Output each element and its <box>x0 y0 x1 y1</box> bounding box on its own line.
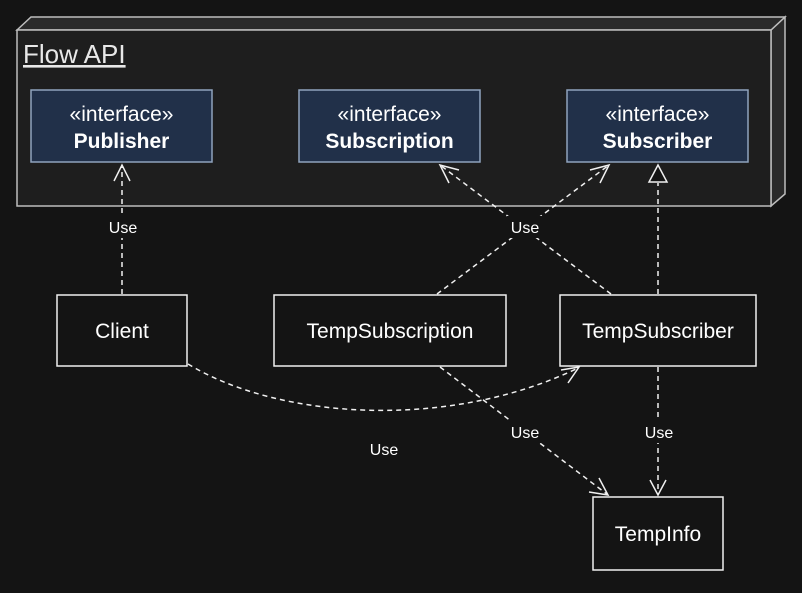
interface-subscription[interactable]: «interface» Subscription <box>298 89 481 163</box>
interface-box <box>566 89 749 163</box>
class-name: TempSubscriber <box>582 320 734 343</box>
open-arrowhead <box>438 163 460 184</box>
interface-stereotype: «interface» <box>70 103 174 126</box>
class-name: TempInfo <box>615 523 701 546</box>
edge-label: Use <box>645 425 674 442</box>
open-arrowhead <box>588 477 610 496</box>
open-arrowhead <box>113 163 131 182</box>
interface-stereotype: «interface» <box>338 103 442 126</box>
interface-name: Subscription <box>325 130 453 153</box>
edge-label: Use <box>511 425 540 442</box>
edge-client-tempsubscriber: Use <box>187 363 581 459</box>
class-box <box>592 496 724 571</box>
edge-label: Use <box>109 220 138 237</box>
edge-label: Use <box>511 220 540 237</box>
package-top <box>15 16 787 31</box>
class-box <box>559 294 757 367</box>
interface-box <box>30 89 213 163</box>
class-box <box>273 294 507 367</box>
edge-tempsubscriber-subscriber-realization <box>647 163 669 294</box>
class-box <box>56 294 188 367</box>
interface-box <box>298 89 481 163</box>
class-name: Client <box>95 320 149 343</box>
interface-stereotype: «interface» <box>606 103 710 126</box>
interface-name: Subscriber <box>603 130 713 153</box>
class-temp-subscription[interactable]: TempSubscription <box>273 294 507 367</box>
edge-tempsubscriber-subscription <box>438 163 612 295</box>
edge-label-background <box>641 421 677 443</box>
class-temp-subscriber[interactable]: TempSubscriber <box>559 294 757 367</box>
edge-label-background <box>106 216 140 238</box>
open-arrowhead <box>560 365 581 384</box>
edge-label: Use <box>370 442 399 459</box>
edge-line <box>187 363 579 412</box>
hollow-triangle-arrowhead <box>647 163 669 183</box>
edge-label-background <box>507 216 543 238</box>
edge-tempsubscription-tempinfo: Use <box>439 366 610 496</box>
interface-subscriber[interactable]: «interface» Subscriber <box>566 89 749 163</box>
interface-publisher[interactable]: «interface» Publisher <box>30 89 213 163</box>
edge-tempsubscription-subscriber: Use <box>436 163 611 295</box>
edge-client-publisher: Use <box>106 163 140 294</box>
package-title: Flow API <box>23 39 126 69</box>
open-arrowhead <box>649 479 667 497</box>
open-arrowhead <box>589 163 611 184</box>
package-depth <box>770 15 786 208</box>
edge-tempsubscriber-tempinfo: Use <box>641 367 677 497</box>
class-temp-info[interactable]: TempInfo <box>592 496 724 571</box>
class-name: TempSubscription <box>307 320 474 343</box>
edge-label-background <box>507 421 543 443</box>
interface-name: Publisher <box>74 130 170 153</box>
class-client[interactable]: Client <box>56 294 188 367</box>
